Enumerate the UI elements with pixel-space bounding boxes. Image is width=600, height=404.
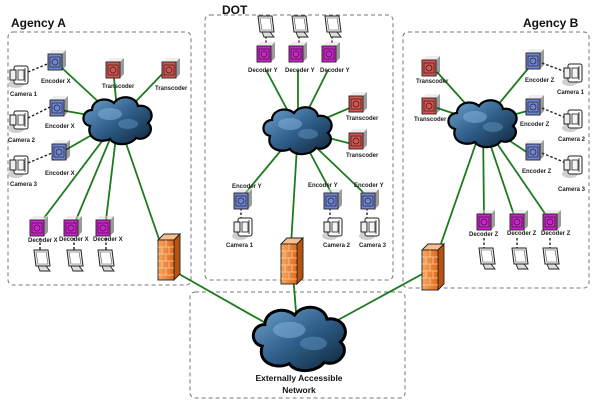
camera-icon <box>7 110 29 134</box>
agency-a-decoder-label: Decoder X <box>28 238 58 244</box>
zone-title-agency-b: Agency B <box>523 16 579 30</box>
monitor-icon <box>478 247 496 270</box>
zone-agency-b <box>402 31 590 289</box>
decoder-icon <box>95 215 115 237</box>
monitor-icon <box>33 249 51 272</box>
encoder-icon <box>323 188 343 210</box>
dot-encoder-label: Encoder Y <box>354 183 384 189</box>
camera-icon <box>358 217 380 241</box>
dot-transcoder-label: Transcoder <box>346 116 379 122</box>
external-network-label-line2: Network <box>282 385 316 395</box>
agency-a-camera-label: Camera 3 <box>10 182 38 188</box>
agency-a-camera-label: Camera 2 <box>8 138 36 144</box>
camera-icon <box>231 217 253 241</box>
agency-b-transcoder-label: Transcoder <box>416 79 449 85</box>
dot-camera-label: Camera 3 <box>359 243 387 249</box>
decoder-icon <box>321 41 341 63</box>
agency-a-devices: Camera 1 Camera 2 Camera 3 Encoder X Enc… <box>7 49 188 272</box>
agency-a-encoder-label: Encoder X <box>41 79 71 85</box>
dot-camera-label: Camera 2 <box>323 243 351 249</box>
agency-b-decoder-label: Decoder Z <box>507 231 537 237</box>
decoder-icon <box>509 209 529 231</box>
dot-camera-label: Camera 1 <box>226 243 254 249</box>
decoder-icon <box>63 215 83 237</box>
agency-b-firewall-icon <box>421 243 445 291</box>
agency-b-encoder-label: Encoder Z <box>520 122 550 128</box>
camera-icon <box>321 217 343 241</box>
agency-b-decoder-label: Decoder Z <box>469 232 499 238</box>
camera-icon <box>561 63 583 87</box>
transcoder-icon <box>348 128 368 150</box>
decoder-icon <box>29 215 49 237</box>
agency-b-camera-label: Camera 3 <box>558 187 586 193</box>
monitor-icon <box>511 247 529 270</box>
zone-external <box>189 291 406 399</box>
camera-icon <box>7 65 29 89</box>
zone-agency-a <box>7 31 192 286</box>
zone-title-agency-a: Agency A <box>11 16 66 30</box>
agency-a-camera-label: Camera 1 <box>10 92 38 98</box>
monitor-icon <box>291 15 309 38</box>
agency-a-network-cloud-icon <box>82 96 153 146</box>
encoder-icon <box>525 139 545 161</box>
agency-a-decoder-label: Decoder X <box>59 237 89 243</box>
transcoder-icon <box>105 57 125 79</box>
dot-decoder-label: Decoder Y <box>320 68 350 74</box>
zone-title-dot: DOT <box>222 3 248 17</box>
decoder-icon <box>476 209 496 231</box>
encoder-icon <box>49 95 69 117</box>
agency-a-firewall-icon <box>157 233 181 281</box>
agency-a-encoder-label: Encoder X <box>45 124 75 130</box>
transcoder-icon <box>421 93 441 115</box>
transcoder-icon <box>421 55 441 77</box>
agency-b-decoder-label: Decoder Z <box>541 231 571 237</box>
transcoder-icon <box>348 91 368 113</box>
external-network-cloud-icon <box>251 305 347 373</box>
encoder-icon <box>51 139 71 161</box>
dot-encoder-label: Encoder Y <box>232 184 262 190</box>
encoder-icon <box>233 188 253 210</box>
monitor-icon <box>66 249 84 272</box>
agency-a-transcoder-label: Transcoder <box>155 86 188 92</box>
transcoder-icon <box>161 57 181 79</box>
decoder-icon <box>542 209 562 231</box>
agency-b-devices: Transcoder Transcoder Encoder Z Encoder … <box>414 48 586 270</box>
agency-b-encoder-label: Encoder Z <box>525 78 555 84</box>
agency-b-transcoder-label: Transcoder <box>414 117 447 123</box>
decoder-icon <box>288 41 308 63</box>
agency-b-camera-label: Camera 1 <box>557 90 585 96</box>
agency-a-decoder-label: Decoder X <box>93 237 123 243</box>
agency-a-transcoder-label: Transcoder <box>102 84 135 90</box>
encoder-icon <box>525 94 545 116</box>
camera-icon <box>561 155 583 179</box>
monitor-icon <box>257 15 275 38</box>
camera-icon <box>561 109 583 133</box>
dot-network-cloud-icon <box>262 106 333 156</box>
monitor-icon <box>97 249 115 272</box>
dot-devices: Decoder Y Decoder Y Decoder Y Transcoder… <box>226 15 387 249</box>
dot-decoder-label: Decoder Y <box>285 68 315 74</box>
dot-transcoder-label: Transcoder <box>346 153 379 159</box>
network-links <box>27 36 567 339</box>
dot-decoder-label: Decoder Y <box>248 68 278 74</box>
agency-b-camera-label: Camera 2 <box>558 137 586 143</box>
agency-b-network-cloud-icon <box>447 99 518 149</box>
encoder-icon <box>47 49 67 71</box>
camera-icon <box>7 155 29 179</box>
monitor-icon <box>542 247 560 270</box>
dot-encoder-label: Encoder Y <box>308 183 338 189</box>
agency-b-encoder-label: Encoder Z <box>522 169 552 175</box>
encoder-icon <box>525 48 545 70</box>
decoder-icon <box>256 41 276 63</box>
dot-firewall-icon <box>280 237 304 285</box>
encoder-icon <box>360 188 380 210</box>
monitor-icon <box>324 15 342 38</box>
external-network-label-line1: Externally Accessible <box>255 373 342 383</box>
agency-a-encoder-label: Encoder X <box>45 171 75 177</box>
